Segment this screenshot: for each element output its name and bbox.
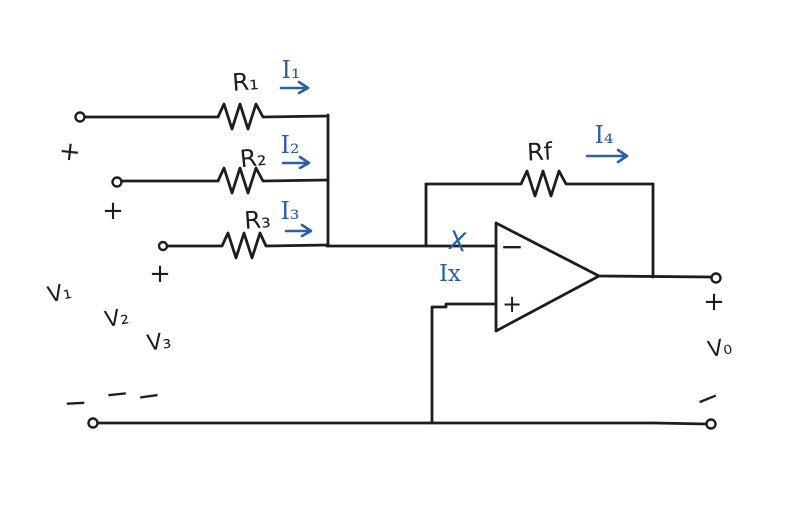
wire-resistor-r2 bbox=[120, 166, 330, 195]
label-v2: V₂ bbox=[103, 304, 131, 333]
summing-node-annotation: X Ix bbox=[439, 226, 469, 287]
terminal-v3 bbox=[157, 240, 169, 252]
label-i4: I₄ bbox=[594, 121, 613, 149]
label-r2: R₂ bbox=[239, 143, 268, 174]
ground-return bbox=[87, 417, 708, 429]
label-rf: Rf bbox=[526, 137, 553, 166]
label-i2: I₂ bbox=[280, 131, 299, 159]
terminal-v2 bbox=[111, 176, 123, 188]
polarity-minus-v1: − bbox=[63, 385, 88, 419]
wire-resistor-r1 bbox=[83, 102, 330, 131]
label-i1: I₁ bbox=[281, 56, 300, 84]
wire-output bbox=[597, 274, 713, 279]
input-branch-3: R₃ I₃ + − V₃ bbox=[135, 197, 330, 414]
label-r3: R₃ bbox=[243, 205, 271, 235]
terminal-v1 bbox=[74, 111, 86, 123]
polarity-plus-v1: + bbox=[57, 136, 82, 168]
noninverting-branch bbox=[430, 302, 498, 425]
node-x-mark: X bbox=[446, 226, 469, 259]
opamp-noninverting-sign: + bbox=[502, 290, 522, 318]
polarity-minus-v2: − bbox=[104, 376, 131, 411]
current-arrow-i2-icon bbox=[281, 155, 311, 170]
terminal-return-left bbox=[87, 417, 99, 429]
current-arrow-i3-icon bbox=[284, 223, 313, 238]
wire-resistor-r3 bbox=[166, 231, 330, 260]
terminal-vo-minus bbox=[705, 418, 717, 430]
label-r1: R₁ bbox=[231, 67, 259, 97]
polarity-plus-v2: + bbox=[102, 196, 124, 226]
polarity-minus-v3: − bbox=[135, 378, 163, 414]
label-i3: I₃ bbox=[280, 197, 299, 225]
label-vo: V₀ bbox=[706, 334, 734, 363]
polarity-plus-v3: + bbox=[149, 259, 171, 289]
input-branch-2: R₂ I₂ + − V₂ bbox=[102, 131, 330, 411]
opamp-triangle bbox=[494, 221, 601, 333]
feedback-branch: Rf I₄ bbox=[424, 121, 655, 279]
current-arrow-i4-icon bbox=[585, 148, 629, 164]
polarity-minus-vo: − bbox=[690, 378, 724, 417]
output-branch: + V₀ − bbox=[597, 272, 734, 430]
label-v3: V₃ bbox=[146, 329, 173, 357]
polarity-plus-vo: + bbox=[703, 287, 725, 317]
input-branch-1: R₁ I₁ + − V₁ bbox=[45, 56, 330, 420]
summing-bus bbox=[325, 113, 498, 248]
current-arrow-i1-icon bbox=[279, 80, 310, 95]
opamp-inverting-sign: − bbox=[500, 230, 523, 263]
wire-return bbox=[96, 421, 708, 426]
opamp: − + bbox=[494, 221, 601, 333]
label-v1: V₁ bbox=[45, 279, 74, 308]
wire-resistor-rf bbox=[424, 169, 655, 198]
wire-noninverting-input bbox=[430, 302, 498, 425]
label-ix: Ix bbox=[439, 261, 461, 287]
terminal-vo-plus bbox=[710, 272, 722, 284]
